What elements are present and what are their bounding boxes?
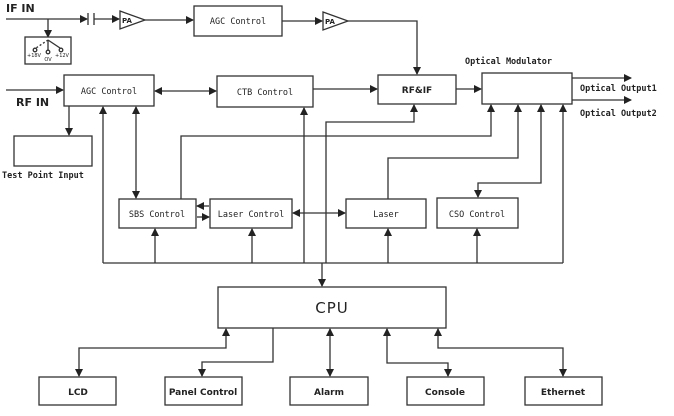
svg-text:SBS Control: SBS Control xyxy=(129,210,185,220)
pa2-to-rfif-line xyxy=(348,20,421,75)
svg-text:OV: OV xyxy=(44,57,52,63)
cpu-lcd-link xyxy=(75,328,230,377)
svg-text:Laser: Laser xyxy=(373,210,399,220)
rf-in-label: RF IN xyxy=(16,96,49,109)
svg-text:LCD: LCD xyxy=(68,388,88,398)
bus-to-rfif-line xyxy=(325,104,418,263)
optical-output1-label: Optical Output1 xyxy=(580,83,657,94)
cpu-console-link xyxy=(383,328,452,377)
laser-block: Laser xyxy=(345,198,427,229)
svg-text:+12V: +12V xyxy=(55,53,70,59)
test-point-box xyxy=(13,135,93,167)
if-in-label: IF IN xyxy=(6,2,35,15)
svg-text:Console: Console xyxy=(425,388,465,398)
optical-modulator-block xyxy=(481,72,573,105)
svg-text:AGC Control: AGC Control xyxy=(81,87,137,97)
capacitor-icon xyxy=(87,13,95,25)
optical-output2-label: Optical Output2 xyxy=(580,108,657,119)
svg-text:PA: PA xyxy=(325,18,335,26)
ctb-control-block: CTB Control xyxy=(216,75,314,108)
pa2-amplifier: PA xyxy=(322,11,350,31)
rf-if-block: RF&IF xyxy=(377,74,457,105)
svg-text:CSO Control: CSO Control xyxy=(449,210,505,220)
console-block: Console xyxy=(406,376,485,406)
svg-text:Panel Control: Panel Control xyxy=(169,388,237,398)
cpu-block: CPU xyxy=(217,286,447,329)
if-agc-control-block: AGC Control xyxy=(193,5,283,37)
svg-text:+18V: +18V xyxy=(27,53,42,59)
svg-text:Alarm: Alarm xyxy=(314,388,344,398)
svg-text:Ethernet: Ethernet xyxy=(541,388,586,398)
cso-control-block: CSO Control xyxy=(436,197,519,229)
svg-text:CTB Control: CTB Control xyxy=(237,88,293,98)
svg-text:PA: PA xyxy=(122,17,132,25)
laser-control-block: Laser Control xyxy=(209,198,293,229)
sbs-control-block: SBS Control xyxy=(118,198,197,229)
sbs-to-modulator-line xyxy=(180,104,495,199)
pa1-amplifier: PA xyxy=(119,10,147,30)
voltage-switch: +18V OV +12V xyxy=(24,36,72,65)
svg-text:Laser Control: Laser Control xyxy=(218,210,285,220)
svg-text:RF&IF: RF&IF xyxy=(402,86,432,96)
optical-modulator-label: Optical Modulator xyxy=(465,56,552,67)
rf-agc-control-block: AGC Control xyxy=(63,74,155,107)
svg-text:CPU: CPU xyxy=(315,299,349,317)
alarm-block: Alarm xyxy=(289,376,369,406)
cpu-panel-link xyxy=(198,328,274,377)
laser-to-modulator-line xyxy=(387,104,522,199)
lcd-block: LCD xyxy=(38,376,117,406)
panel-control-block: Panel Control xyxy=(164,376,243,406)
svg-text:AGC Control: AGC Control xyxy=(210,17,266,27)
modulator-cso-link xyxy=(474,104,545,198)
cpu-ethernet-link xyxy=(434,328,567,377)
ethernet-block: Ethernet xyxy=(524,376,603,406)
test-point-label: Test Point Input xyxy=(2,170,84,181)
